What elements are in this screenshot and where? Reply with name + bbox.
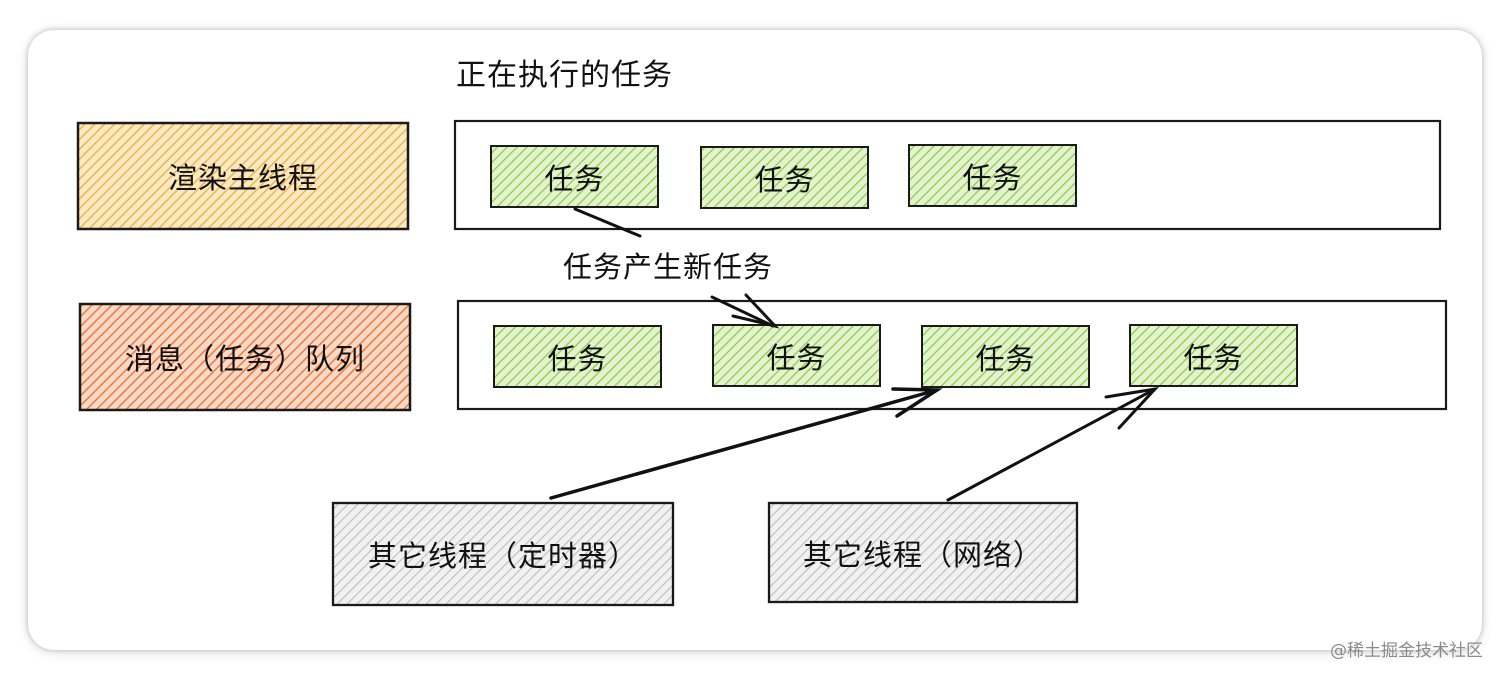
running-task-box <box>490 145 659 208</box>
queue-task-label: 任务 <box>975 341 1036 376</box>
network-arrow <box>946 386 1160 502</box>
queue-task-label: 任务 <box>766 340 827 375</box>
running-tasks-container <box>453 119 1442 231</box>
network-thread-label: 其它线程（网络） <box>802 537 1043 572</box>
queue-task-box <box>1129 324 1298 387</box>
running-task-label: 任务 <box>962 160 1023 195</box>
network-thread-box <box>767 501 1079 604</box>
queue-container <box>456 299 1448 411</box>
running-task-box <box>700 146 869 209</box>
running-tasks-title: 正在执行的任务 <box>456 58 673 93</box>
running-task-box <box>908 144 1077 207</box>
spawn-connector <box>573 207 642 238</box>
task-spawns-label: 任务产生新任务 <box>563 250 774 284</box>
timer-arrow <box>549 387 943 500</box>
queue-task-label: 任务 <box>547 341 608 376</box>
running-task-label: 任务 <box>544 161 605 196</box>
render-thread-box <box>76 121 410 231</box>
queue-task-box <box>712 324 881 387</box>
running-task-label: 任务 <box>754 162 815 197</box>
watermark: @稀土掘金技术社区 <box>1330 641 1483 661</box>
queue-task-box <box>493 325 662 388</box>
timer-thread-label: 其它线程（定时器） <box>367 539 638 573</box>
spawn-arrow <box>710 293 780 329</box>
timer-thread-box <box>331 501 675 607</box>
queue-task-label: 任务 <box>1183 340 1244 375</box>
render-thread-label: 渲染主线程 <box>167 161 318 195</box>
message-queue-box <box>78 302 412 412</box>
queue-task-box <box>921 325 1090 388</box>
message-queue-label: 消息（任务）队列 <box>124 342 365 376</box>
